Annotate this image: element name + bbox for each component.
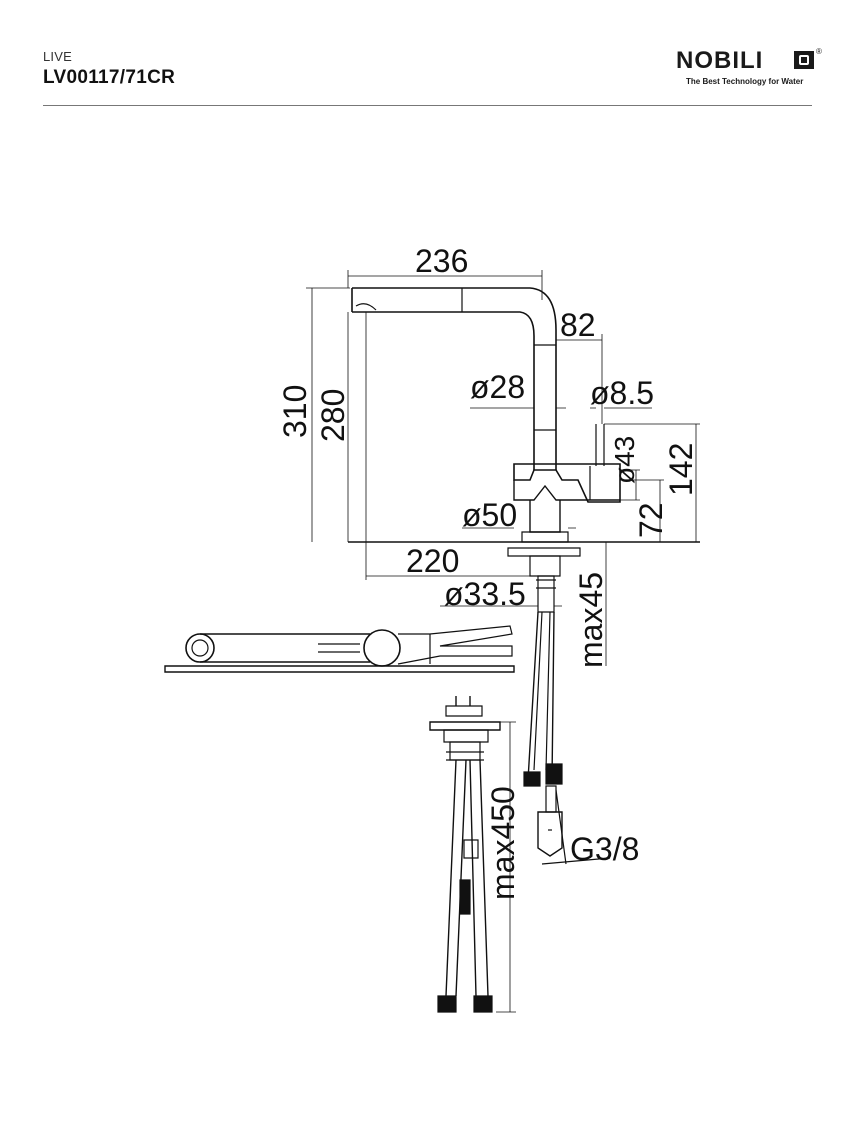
brand-name: NOBILI: [676, 47, 764, 74]
dim-o8-5: ø8.5: [590, 375, 654, 411]
dim-max45: max45: [573, 572, 609, 668]
brand-logo: NOBILI ® The Best Technology for Water: [676, 47, 826, 97]
dim-o28: ø28: [470, 369, 525, 405]
dim-310: 310: [277, 385, 313, 438]
dim-220: 220: [406, 543, 459, 579]
faucet-top-view: [164, 625, 515, 673]
dim-o33-5: ø33.5: [444, 576, 526, 612]
faucet-front-view: [348, 287, 700, 613]
dim-o50: ø50: [462, 497, 517, 533]
faucet-side-view: [429, 696, 516, 1013]
dim-72: 72: [633, 502, 669, 538]
flexible-hoses: [523, 611, 611, 865]
product-code: LV00117/71CR: [43, 67, 176, 88]
dim-max450: max450: [485, 786, 521, 900]
dim-o43: ø43: [609, 436, 640, 484]
product-series: LIVE: [43, 49, 72, 64]
dimension-labels: 236 82 ø28 ø8.5 ø50 220 ø33.5 G3/8 310 2…: [277, 243, 699, 900]
dim-236: 236: [415, 243, 468, 279]
brand-registered: ®: [816, 47, 822, 56]
dimension-lines: [306, 270, 700, 666]
dim-142: 142: [663, 443, 699, 496]
brand-mark-icon: [794, 51, 814, 69]
dim-82: 82: [560, 307, 596, 343]
brand-tagline: The Best Technology for Water: [686, 77, 804, 86]
dim-g3-8: G3/8: [570, 831, 639, 867]
header-divider: [43, 105, 812, 106]
dim-280: 280: [315, 389, 351, 442]
